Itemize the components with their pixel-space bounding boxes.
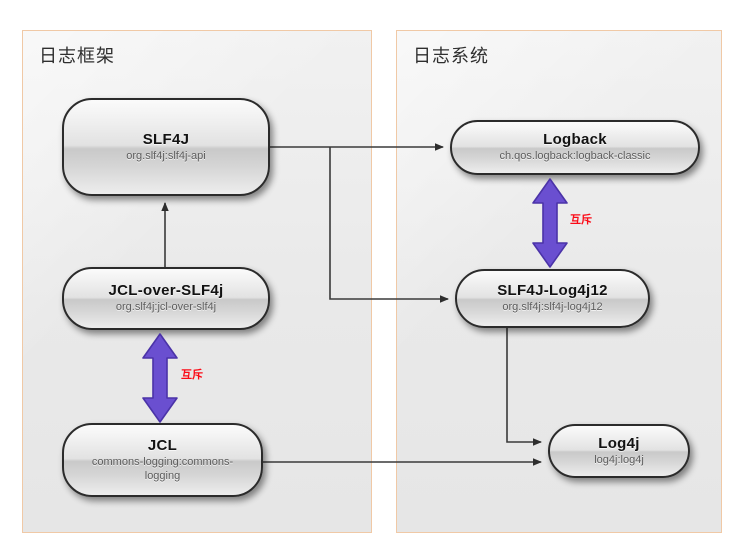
node-jcl-over-slf4j-artifact: org.slf4j:jcl-over-slf4j bbox=[115, 301, 217, 314]
node-log4j-title: Log4j bbox=[598, 434, 640, 452]
node-slf4j-artifact: org.slf4j:slf4j-api bbox=[126, 149, 206, 162]
node-logback[interactable]: Logback ch.qos.logback:logback-classic bbox=[450, 120, 700, 175]
node-jcl[interactable]: JCL commons-logging:commons-logging bbox=[62, 423, 263, 497]
mutex-label-logback: 互斥 bbox=[570, 213, 592, 226]
mutex-label-jcl: 互斥 bbox=[181, 368, 203, 381]
node-slf4j-title: SLF4J bbox=[142, 130, 190, 148]
mutex-arrow-logback bbox=[532, 178, 568, 268]
node-logback-title: Logback bbox=[543, 131, 607, 148]
panel-title-logging-framework: 日志框架 bbox=[39, 46, 115, 67]
node-jcl-over-slf4j[interactable]: JCL-over-SLF4j org.slf4j:jcl-over-slf4j bbox=[62, 267, 270, 330]
node-jcl-title: JCL bbox=[147, 436, 178, 454]
panel-title-logging-system: 日志系统 bbox=[413, 46, 489, 67]
node-log4j[interactable]: Log4j log4j:log4j bbox=[548, 424, 690, 478]
mutex-arrow-jcl bbox=[142, 333, 178, 423]
node-slf4j-log4j12[interactable]: SLF4J-Log4j12 org.slf4j:slf4j-log4j12 bbox=[455, 269, 650, 328]
node-slf4j[interactable]: SLF4J org.slf4j:slf4j-api bbox=[62, 98, 270, 196]
node-slf4j-log4j12-title: SLF4J-Log4j12 bbox=[497, 282, 608, 299]
node-slf4j-log4j12-artifact: org.slf4j:slf4j-log4j12 bbox=[502, 301, 603, 314]
node-jcl-artifact: commons-logging:commons-logging bbox=[91, 455, 234, 482]
node-log4j-artifact: log4j:log4j bbox=[594, 453, 644, 466]
node-jcl-over-slf4j-title: JCL-over-SLF4j bbox=[108, 282, 224, 299]
node-logback-artifact: ch.qos.logback:logback-classic bbox=[499, 150, 651, 163]
